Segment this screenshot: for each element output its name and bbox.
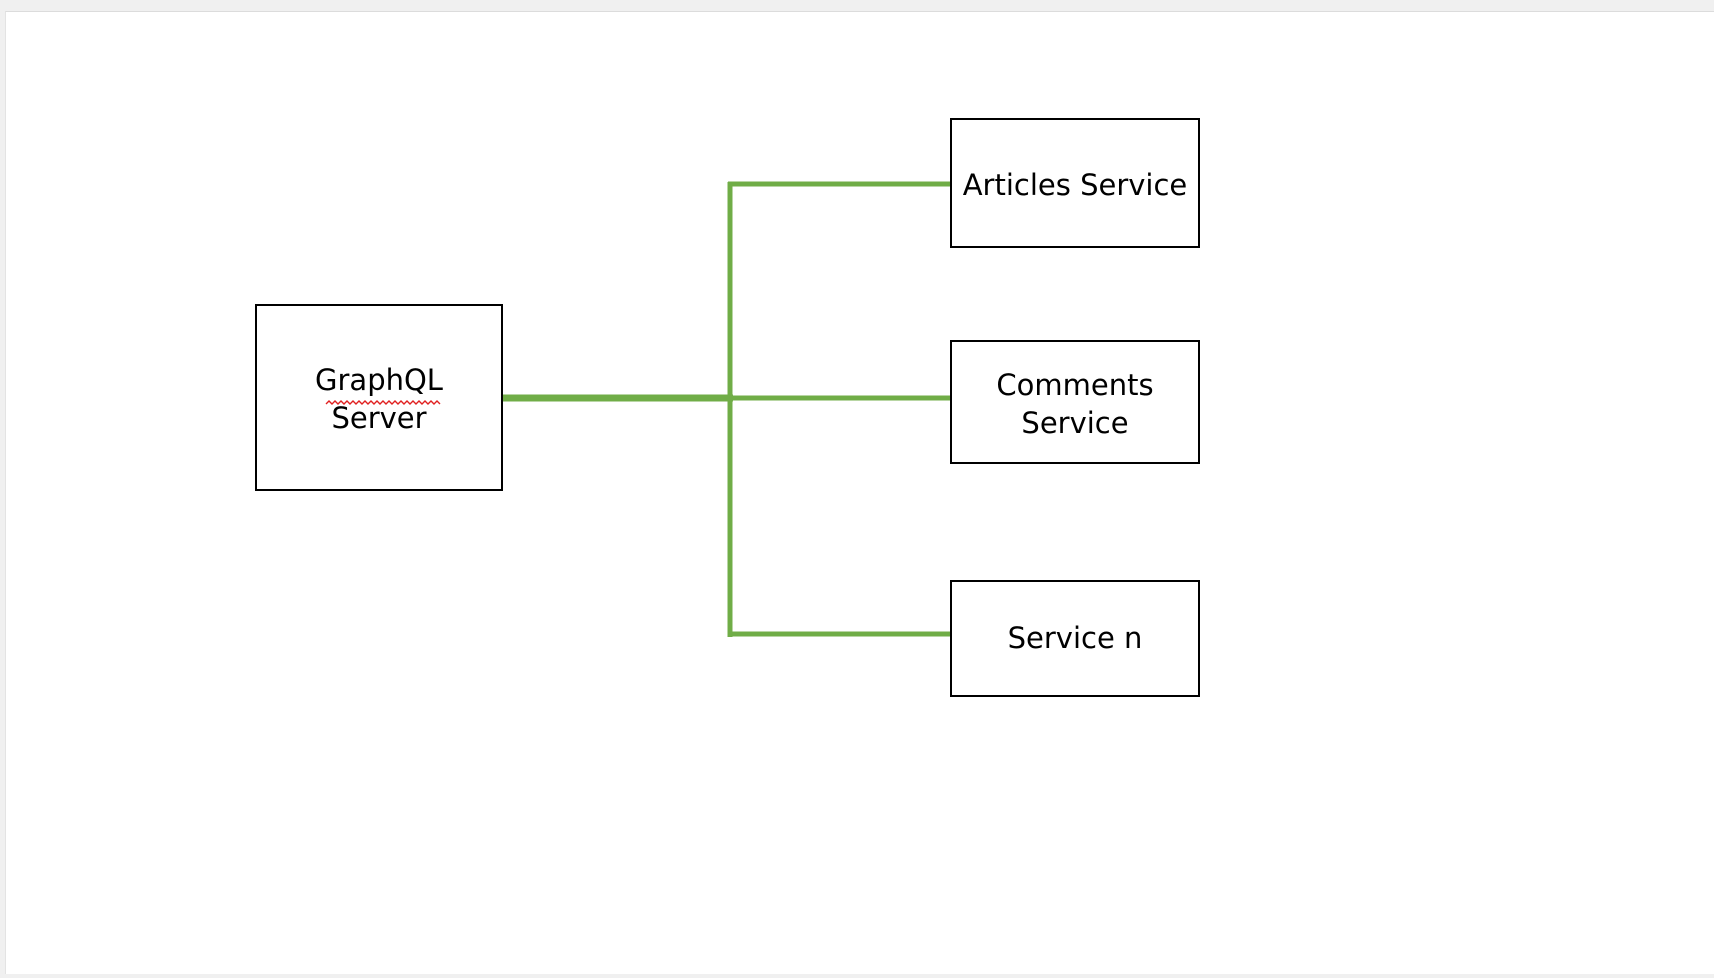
diagram-canvas: GraphQL Server Articles Service Comments… bbox=[5, 11, 1714, 974]
comments-service-box bbox=[950, 340, 1200, 464]
comments-service-label-line1: Comments bbox=[996, 368, 1153, 402]
service-n-label: Service n bbox=[1008, 621, 1143, 655]
comments-service-node[interactable]: Comments Service bbox=[950, 340, 1200, 464]
graphql-server-node[interactable]: GraphQL Server bbox=[255, 304, 503, 491]
diagram-svg: GraphQL Server Articles Service Comments… bbox=[255, 118, 1200, 697]
graphql-server-label-line2: Server bbox=[331, 401, 426, 435]
service-n-box bbox=[950, 580, 1200, 697]
articles-service-node[interactable]: Articles Service bbox=[950, 118, 1200, 248]
articles-service-box bbox=[950, 118, 1200, 248]
service-n-node[interactable]: Service n bbox=[950, 580, 1200, 697]
graphql-server-label-line1: GraphQL bbox=[315, 363, 443, 397]
comments-service-label-line2: Service bbox=[1021, 406, 1128, 440]
spellcheck-squiggle bbox=[325, 400, 441, 405]
connector-group bbox=[503, 181, 950, 637]
articles-service-label: Articles Service bbox=[963, 168, 1188, 202]
graphql-server-box bbox=[255, 304, 503, 491]
